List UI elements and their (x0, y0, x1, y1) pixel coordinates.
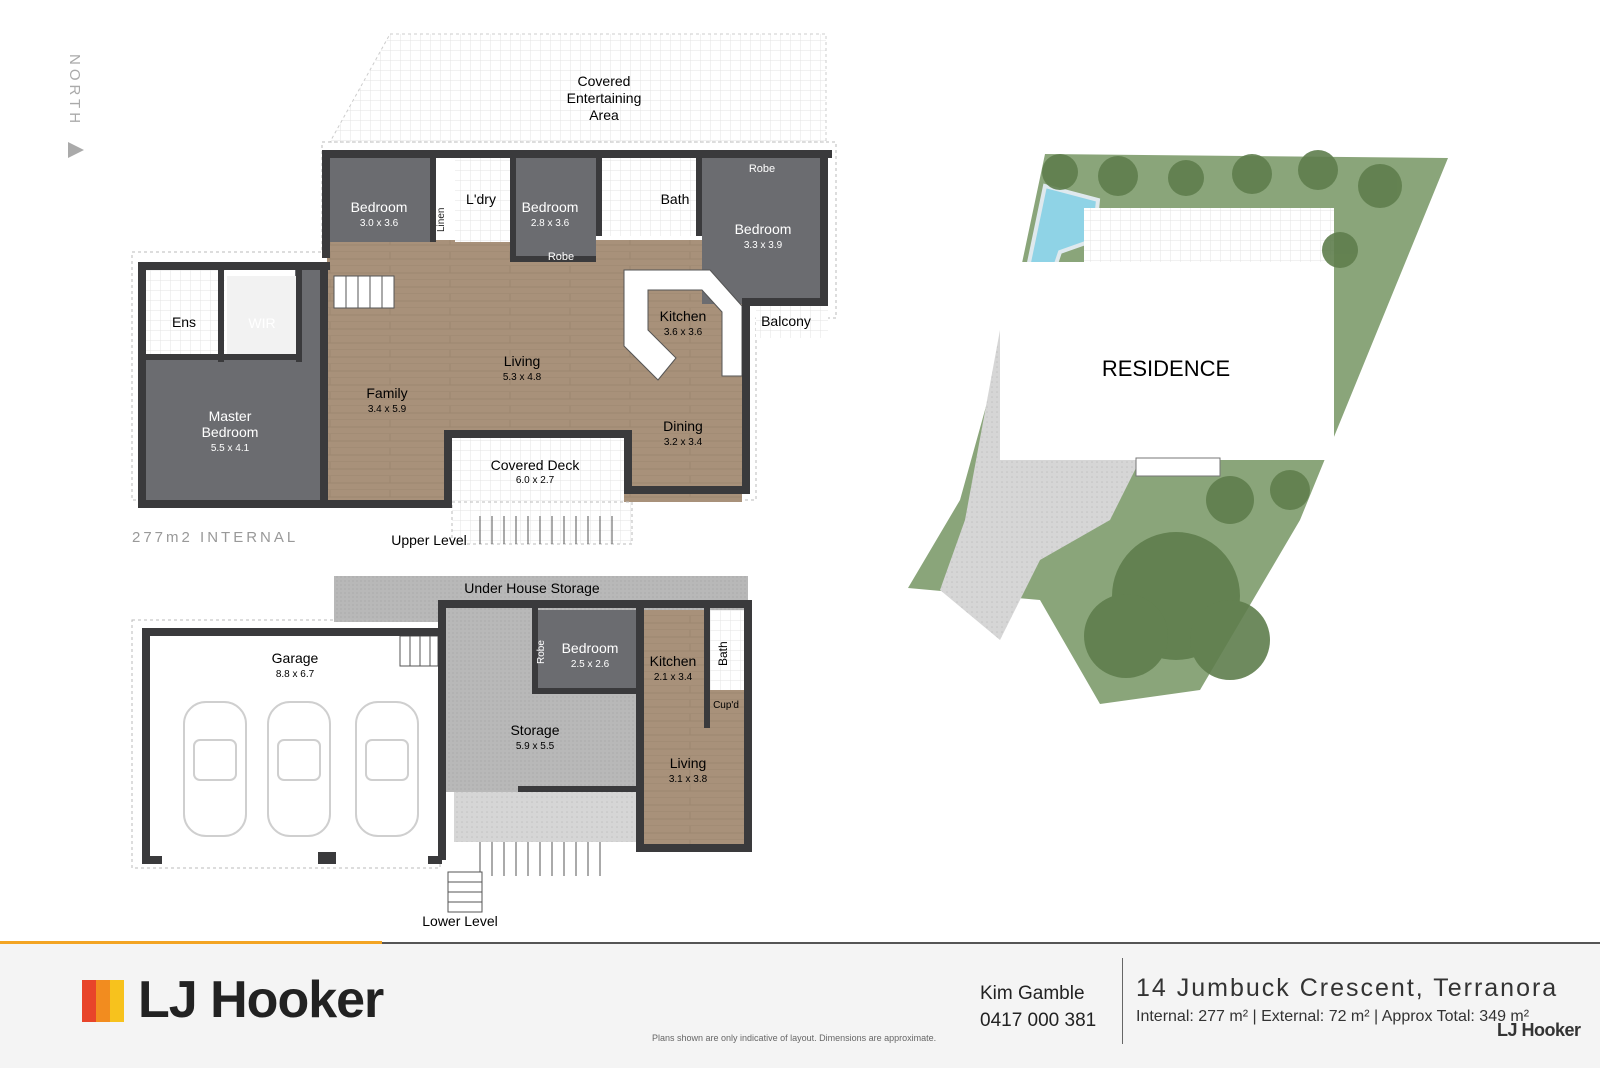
lower-level-plan: Under House Storage (131, 576, 752, 929)
covered-entertaining-line1: Covered (578, 73, 631, 89)
covered-deck-dims: 6.0 x 2.7 (516, 475, 555, 486)
lower-level-label: Lower Level (422, 913, 498, 929)
dining-label: Dining (663, 418, 703, 434)
lower-kitchen-dims: 2.1 x 3.4 (654, 672, 693, 683)
upper-stair (333, 275, 395, 309)
cupboard-label: Cup'd (713, 700, 739, 711)
upper-walls (138, 150, 832, 508)
upper-level-plan: Covered Entertaining Area (131, 33, 837, 548)
robe-a-label: Robe (436, 168, 447, 192)
north-label: NORTH (66, 54, 83, 127)
car-icon-3 (355, 701, 419, 837)
kitchen-upper-label: Kitchen (660, 308, 707, 324)
ensuite-floor (145, 270, 225, 358)
balcony-floor (756, 304, 828, 338)
footer (0, 944, 1600, 1068)
upper-level-label: Upper Level (391, 532, 467, 548)
dining-dims: 3.2 x 3.4 (664, 437, 703, 448)
bath-floor (596, 156, 702, 236)
trees (1042, 150, 1402, 680)
laundry-label: L'dry (466, 191, 496, 207)
bedroom-a-floor (330, 156, 430, 242)
wir-floor (227, 276, 297, 356)
family-label: Family (366, 385, 407, 401)
covered-deck-label: Covered Deck (491, 457, 581, 473)
bedroom-b-label: Bedroom (522, 199, 579, 215)
kitchen-upper-dims: 3.6 x 3.6 (664, 327, 703, 338)
covered-entertaining-area (329, 33, 827, 143)
covered-deck-floor (452, 438, 624, 502)
covered-entertaining-line2: Entertaining (567, 90, 642, 106)
ensuite-label: Ens (172, 314, 196, 330)
residence-label: RESIDENCE (1102, 356, 1230, 381)
robe-b-label: Robe (548, 251, 574, 263)
disclaimer: Plans shown are only indicative of layou… (652, 1033, 937, 1043)
lower-bath-floor (708, 610, 744, 690)
lower-living-dims: 3.1 x 3.8 (669, 774, 708, 785)
lower-kitchen-label: Kitchen (650, 653, 697, 669)
bedroom-b-dims: 2.8 x 3.6 (531, 218, 570, 229)
family-dims: 3.4 x 5.9 (368, 404, 407, 415)
living-dims: 5.3 x 4.8 (503, 372, 542, 383)
master-floor (145, 358, 328, 502)
covered-entertaining-line3: Area (589, 107, 619, 123)
master-label-1: Master (209, 408, 252, 424)
bath-upper-label: Bath (661, 191, 690, 207)
lower-walls (142, 600, 752, 864)
laundry-floor (455, 156, 510, 242)
lower-living-label: Living (670, 755, 707, 771)
property-areas: Internal: 277 m² | External: 72 m² | App… (1136, 1008, 1530, 1025)
bedroom-a-dims: 3.0 x 3.6 (360, 218, 399, 229)
footer-accent-bar (0, 941, 382, 946)
north-compass: NORTH (66, 54, 84, 158)
robe-c-label: Robe (749, 163, 775, 175)
bedroom-a-label: Bedroom (351, 199, 408, 215)
brand-name: LJ Hooker (138, 971, 384, 1029)
lower-porch (454, 792, 636, 842)
car-icon-2 (267, 701, 331, 837)
master-label-2: Bedroom (202, 424, 259, 440)
agent-name: Kim Gamble (980, 983, 1085, 1004)
wir-label: WIR (248, 315, 275, 331)
footer-divider (1122, 958, 1123, 1044)
lower-bath-label: Bath (716, 641, 730, 666)
logo-bars-icon (82, 980, 126, 1022)
bedroom-b-floor (510, 156, 596, 262)
storage-label: Storage (510, 722, 559, 738)
residence-footprint (1000, 262, 1334, 460)
small-brand-logo: LJ Hooker (1497, 1020, 1581, 1040)
linen-label: Linen (436, 208, 447, 232)
living-label: Living (504, 353, 541, 369)
internal-area-label: 277m2 INTERNAL (132, 529, 298, 546)
storage-dims: 5.9 x 5.5 (516, 741, 555, 752)
car-icon-1 (183, 701, 247, 837)
master-dims: 5.5 x 4.1 (211, 443, 250, 454)
bedroom-c-floor (702, 156, 820, 304)
bedroom-c-label: Bedroom (735, 221, 792, 237)
site-plan: RESIDENCE (908, 150, 1448, 704)
lj-hooker-logo: LJ Hooker (82, 971, 384, 1036)
lower-bedroom-label: Bedroom (562, 640, 619, 656)
garage-dims: 8.8 x 6.7 (276, 669, 315, 680)
patio (1084, 208, 1334, 264)
balcony-label: Balcony (761, 313, 811, 329)
agent-contact: Kim Gamble 0417 000 381 (980, 980, 1096, 1034)
agent-phone: 0417 000 381 (980, 1010, 1097, 1031)
north-arrow-icon (68, 142, 84, 158)
property-address: 14 Jumbuck Crescent, Terranora (1136, 974, 1559, 1002)
lower-bedroom-floor (538, 610, 638, 690)
lower-robe-label: Robe (536, 640, 547, 664)
under-house-label: Under House Storage (464, 580, 600, 596)
garage-label: Garage (272, 650, 319, 666)
bedroom-c-dims: 3.3 x 3.9 (744, 240, 783, 251)
lower-bedroom-dims: 2.5 x 2.6 (571, 659, 610, 670)
garage-floor (150, 636, 440, 856)
floorplan-drawing: NORTH Covered Entertaining Area (66, 33, 1448, 929)
